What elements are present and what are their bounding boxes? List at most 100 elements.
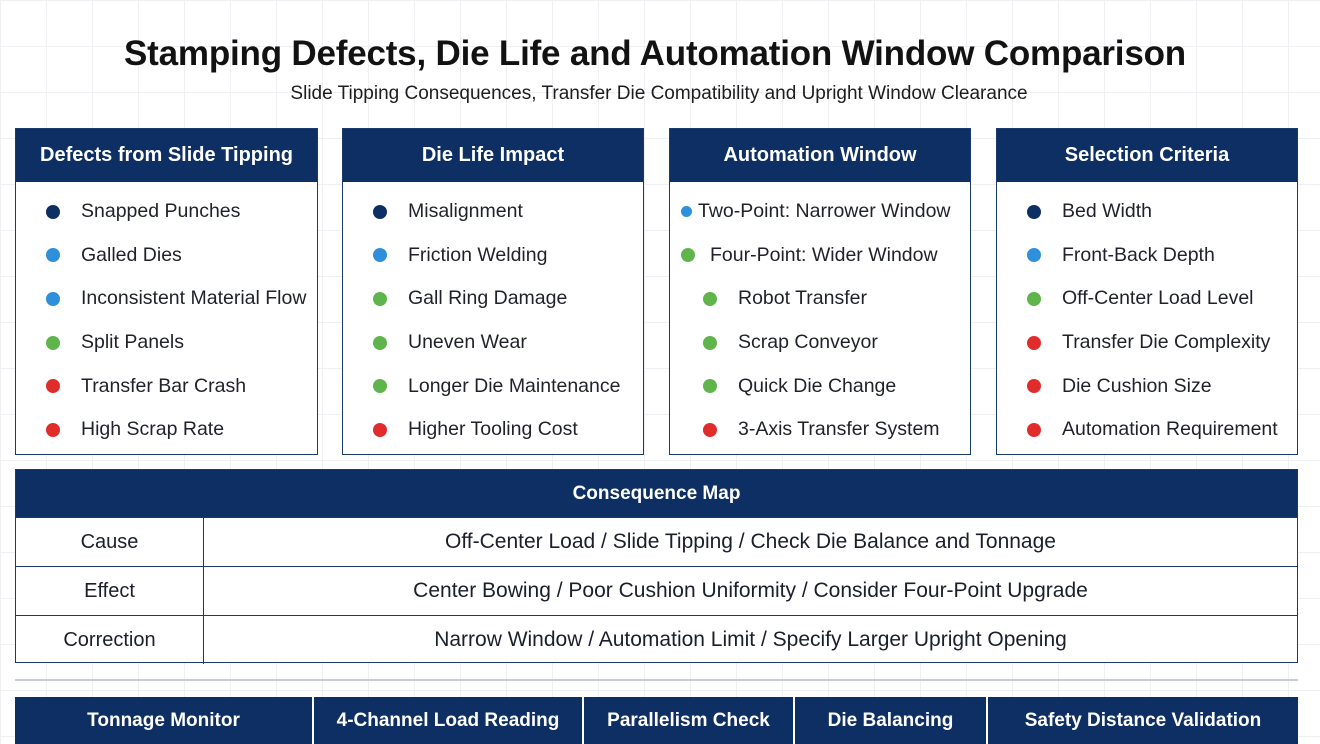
item-label: Misalignment	[408, 200, 523, 223]
item-label: Transfer Die Complexity	[1062, 331, 1271, 354]
bullet-icon	[373, 335, 387, 350]
bullet-icon	[681, 206, 692, 218]
footer-item-safety-distance: Safety Distance Validation	[1024, 709, 1262, 731]
bullet-icon	[703, 422, 717, 437]
table-row: Effect Center Bowing / Poor Cushion Unif…	[16, 566, 1297, 615]
list-item: Two-Point: Narrower Window	[670, 190, 970, 234]
item-label: Die Cushion Size	[1062, 374, 1212, 397]
bullet-icon	[46, 422, 60, 437]
list-item: Robot Transfer	[670, 277, 970, 321]
row-key: Correction	[16, 616, 204, 664]
row-value: Off-Center Load / Slide Tipping / Check …	[445, 530, 1056, 553]
bullet-icon	[373, 204, 387, 219]
list-item: Automation Requirement	[997, 408, 1297, 452]
item-list: Snapped Punches Galled Dies Inconsistent…	[16, 182, 317, 452]
list-item: Inconsistent Material Flow	[16, 277, 317, 321]
item-label: Bed Width	[1062, 200, 1152, 223]
panel-title: Die Life Impact	[343, 129, 643, 182]
panel-title: Selection Criteria	[997, 129, 1297, 182]
footer-item-load-reading: 4-Channel Load Reading	[314, 697, 584, 744]
item-label: Scrap Conveyor	[738, 331, 878, 354]
list-item: Off-Center Load Level	[997, 277, 1297, 321]
item-label: Automation Requirement	[1062, 418, 1278, 441]
bullet-icon	[46, 335, 60, 350]
list-item: Gall Ring Damage	[343, 277, 643, 321]
table-row: Cause Off-Center Load / Slide Tipping / …	[16, 517, 1297, 566]
list-item: Four-Point: Wider Window	[670, 234, 970, 278]
page-title: Stamping Defects, Die Life and Automatio…	[124, 34, 1186, 73]
list-item: Transfer Die Complexity	[997, 321, 1297, 365]
consequence-map-title: Consequence Map	[16, 470, 1297, 517]
divider	[15, 679, 1298, 681]
panel-title: Defects from Slide Tipping	[16, 129, 317, 182]
item-label: Front-Back Depth	[1062, 243, 1215, 266]
item-label: Quick Die Change	[738, 374, 897, 397]
item-label: 3-Axis Transfer System	[738, 418, 940, 441]
item-label: Robot Transfer	[738, 287, 867, 310]
item-list: Two-Point: Narrower Window Four-Point: W…	[670, 182, 970, 452]
item-label: Galled Dies	[81, 243, 182, 266]
bullet-icon	[1027, 248, 1041, 263]
bullet-icon	[1027, 335, 1041, 350]
list-item: Die Cushion Size	[997, 364, 1297, 408]
bullet-icon	[703, 291, 717, 306]
item-list: Bed Width Front-Back Depth Off-Center Lo…	[997, 182, 1297, 452]
item-label: Transfer Bar Crash	[81, 374, 247, 397]
bullet-icon	[703, 335, 717, 350]
list-item: Split Panels	[16, 321, 317, 365]
list-item: Longer Die Maintenance	[343, 364, 643, 408]
bullet-icon	[1027, 204, 1041, 219]
item-label: Off-Center Load Level	[1062, 287, 1254, 310]
item-label: Four-Point: Wider Window	[710, 243, 938, 266]
item-label: Uneven Wear	[408, 331, 527, 354]
list-item: Higher Tooling Cost	[343, 408, 643, 452]
item-label: Inconsistent Material Flow	[81, 287, 307, 310]
bullet-icon	[46, 379, 60, 394]
list-item: Galled Dies	[16, 234, 317, 278]
list-item: Bed Width	[997, 190, 1297, 234]
list-item: High Scrap Rate	[16, 408, 317, 452]
panel-die-life: Die Life Impact Misalignment Friction We…	[342, 128, 644, 455]
item-label: Split Panels	[81, 331, 184, 354]
item-label: High Scrap Rate	[81, 418, 225, 441]
item-label: Snapped Punches	[81, 200, 241, 223]
list-item: Transfer Bar Crash	[16, 364, 317, 408]
list-item: Snapped Punches	[16, 190, 317, 234]
bullet-icon	[373, 291, 387, 306]
list-item: Friction Welding	[343, 234, 643, 278]
list-item: Scrap Conveyor	[670, 321, 970, 365]
page-subtitle: Slide Tipping Consequences, Transfer Die…	[290, 83, 1028, 104]
item-list: Misalignment Friction Welding Gall Ring …	[343, 182, 643, 452]
item-label: Two-Point: Narrower Window	[698, 200, 951, 223]
bullet-icon	[1027, 291, 1041, 306]
item-label: Gall Ring Damage	[408, 287, 568, 310]
footer-item-parallelism-check: Parallelism Check	[584, 697, 795, 744]
item-label: Higher Tooling Cost	[408, 418, 578, 441]
bullet-icon	[703, 379, 717, 394]
bullet-icon	[1027, 379, 1041, 394]
consequence-map-table: Consequence Map Cause Off-Center Load / …	[15, 469, 1298, 664]
panel-title: Automation Window	[670, 129, 970, 182]
list-item: 3-Axis Transfer System	[670, 408, 970, 452]
list-item: Quick Die Change	[670, 364, 970, 408]
list-item: Misalignment	[343, 190, 643, 234]
bullet-icon	[46, 248, 60, 263]
list-item: Uneven Wear	[343, 321, 643, 365]
footer-item-tonnage-monitor: Tonnage Monitor	[15, 697, 314, 744]
panel-defects: Defects from Slide Tipping Snapped Punch…	[15, 128, 318, 455]
row-value: Center Bowing / Poor Cushion Uniformity …	[413, 579, 1088, 602]
bullet-icon	[373, 248, 387, 263]
row-key: Effect	[16, 567, 204, 615]
bullet-icon	[46, 291, 60, 306]
bullet-icon	[373, 379, 387, 394]
footer-bar: Tonnage Monitor 4-Channel Load Reading P…	[15, 697, 1298, 744]
bullet-icon	[46, 204, 60, 219]
bullet-icon	[1027, 422, 1041, 437]
row-key: Cause	[16, 518, 204, 566]
list-item: Front-Back Depth	[997, 234, 1297, 278]
table-row: Correction Narrow Window / Automation Li…	[16, 615, 1297, 664]
item-label: Longer Die Maintenance	[408, 374, 621, 397]
bullet-icon	[373, 422, 387, 437]
row-value: Narrow Window / Automation Limit / Speci…	[434, 628, 1067, 651]
bullet-icon	[681, 248, 695, 263]
